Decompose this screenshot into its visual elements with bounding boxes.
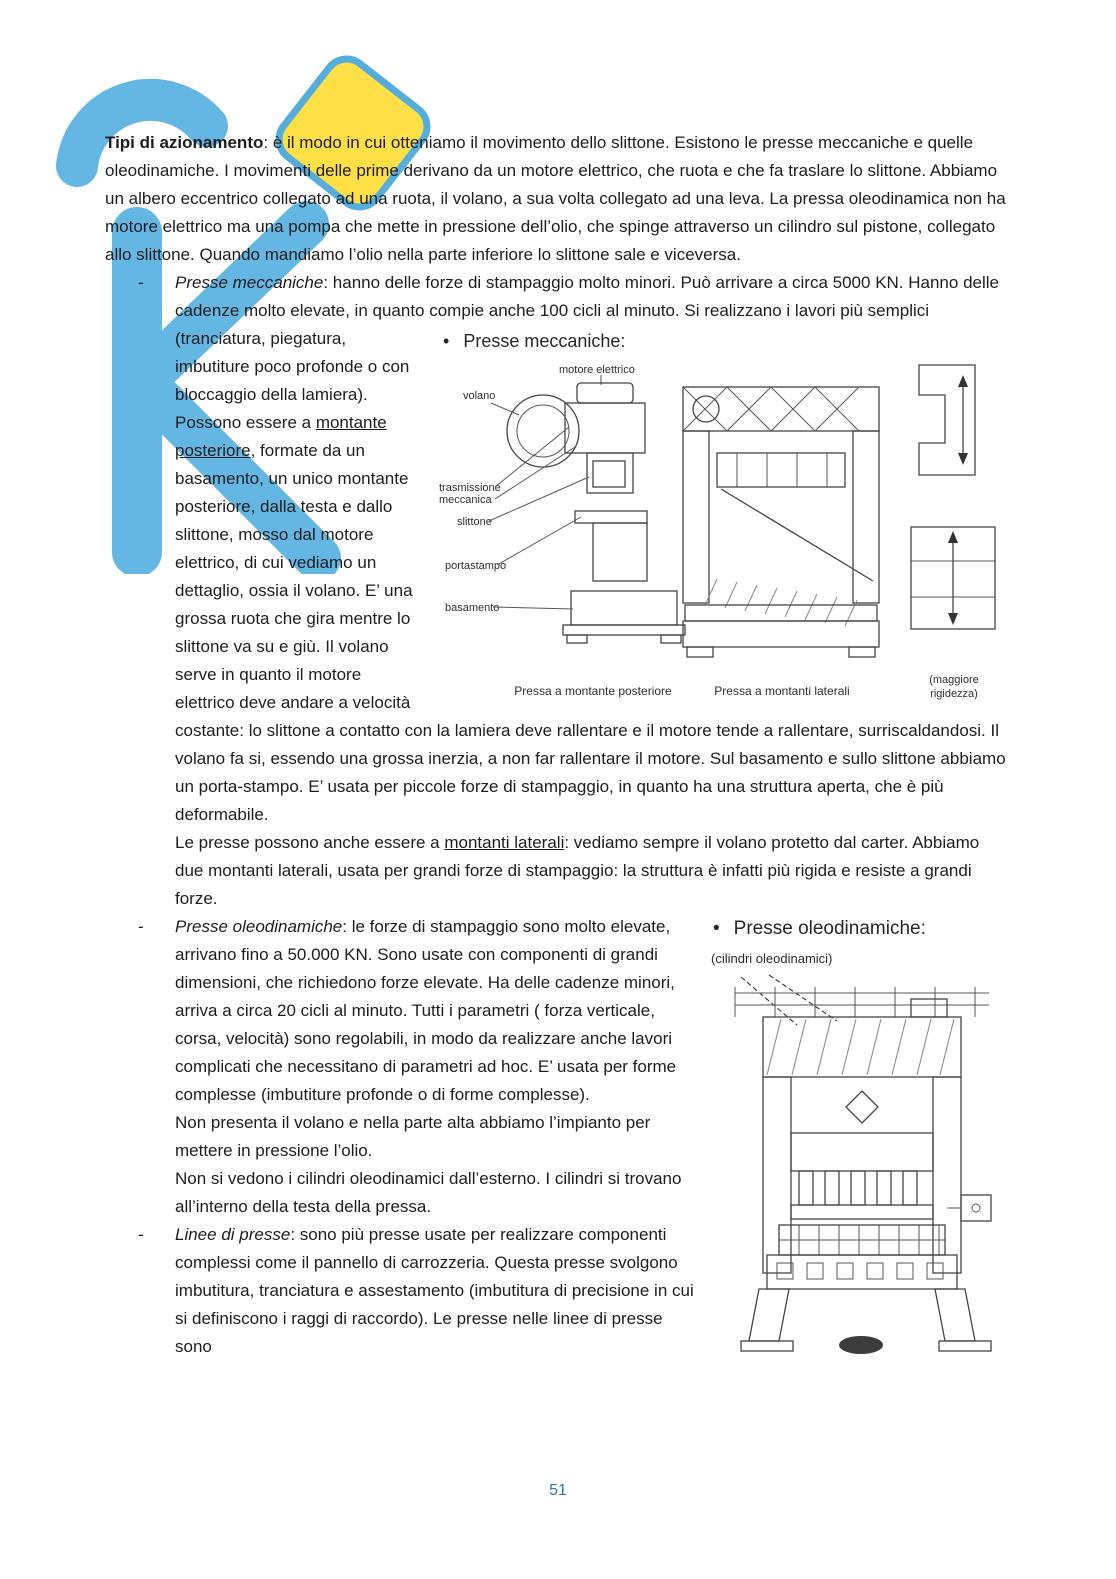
label-trasmissione-2: meccanica [439,494,492,506]
page-number: 51 [549,1482,567,1499]
hydraulic-press-drawing [734,974,992,1354]
caption-rigidezza-2: rigidezza) [930,688,978,700]
figure2-heading-text: Presse oleodinamiche: [733,918,926,939]
bullet1-marker: - [138,273,144,292]
bullet3-text: : sono più presse usate per realizzare c… [175,1225,694,1356]
bullet1-text-c: , formate da un basamento, un unico mont… [175,441,1006,824]
intro-paragraph: Tipi di azionamento: è il modo in cui ot… [105,129,1011,269]
mechanical-presses-figure: • Presse meccaniche: motore elettrico vol… [433,327,1011,709]
label-cilindri-oleodinamici: (cilindri oleodinamici) [711,951,833,966]
intro-lead: Tipi di azionamento [105,133,264,152]
watermark-k-letter [112,201,341,574]
intro-body: : è il modo in cui otteniamo il moviment… [105,133,1006,264]
caption-montanti-laterali: Pressa a montanti laterali [714,684,849,698]
skuola-net-watermark [56,55,431,574]
bullet2-text-a: : le forze di stampaggio sono molto elev… [175,917,677,1104]
watermark-diamond [275,55,431,211]
bullet2-marker: - [138,917,144,936]
bullet1-text-b: lavori più semplici (tranciatura, piegat… [175,301,930,432]
bullet2-paragraph2: Non presenta il volano e nella parte alt… [175,1113,651,1160]
rigidity-diagram: (maggiore rigidezza) [910,364,996,700]
bullet1-paragraph2: Le presse possono anche essere a montant… [175,829,1011,913]
bullet2-paragraph3: Non si vedono i cilindri oleodinamici da… [175,1169,682,1216]
bullet-presse-meccaniche: - Presse meccaniche: hanno delle forze di… [105,269,1011,913]
label-trasmissione-1: trasmissione [439,482,501,494]
bullet-linee-di-presse: - Linee di presse: sono più presse usate … [105,1221,1011,1361]
label-portastampo: portastampo [445,560,506,572]
bullet1-underline-montante-posteriore: montante posteriore [175,413,387,460]
bullet1-p2-a: Le presse possono anche essere a [175,833,445,852]
workpiece-blob [839,1336,883,1354]
figure1-bullet-glyph: • [443,331,450,351]
mechanical-press-drawings: motore elettrico volano trasmissione mec… [439,364,996,700]
hydraulic-press-figure: • Presse oleodinamiche: (cilindri oleodin… [711,915,1011,1385]
figure1-heading-text: Presse meccaniche: [463,331,626,351]
figure2-heading: • Presse oleodinamiche: [713,915,1011,943]
double-column-press-drawing: Pressa a montanti laterali [682,386,880,698]
label-volano: volano [463,390,495,402]
label-motore-elettrico: motore elettrico [559,364,635,376]
bullet3-marker: - [138,1225,144,1244]
label-basamento: basamento [445,602,499,614]
page-body: Tipi di azionamento: è il modo in cui ot… [105,129,1011,1389]
c-frame-press-drawing: motore elettrico volano trasmissione mec… [439,364,686,698]
caption-montante-posteriore: Pressa a montante posteriore [514,684,672,698]
bullet-presse-oleodinamiche: - • Presse oleodinamiche: (cilindri oleod… [105,913,1011,1354]
label-slittone: slittone [457,516,492,528]
figure1-heading: • Presse meccaniche: [443,327,1011,355]
bullet1-text-a: : hanno delle forze di stampaggio molto … [175,273,999,320]
bullet3-lead: Linee di presse [175,1225,291,1244]
bullet1-p2-b: : vediamo sempre il volano protetto dal … [175,833,980,908]
watermark-s-curve [56,78,228,187]
bullet1-underline-montanti-laterali: montanti laterali [444,833,565,852]
bullet1-lead: Presse meccaniche [175,273,324,292]
caption-rigidezza-1: (maggiore [929,674,979,686]
bullet2-lead: Presse oleodinamiche [175,917,343,936]
figure2-bullet-glyph: • [713,918,720,939]
